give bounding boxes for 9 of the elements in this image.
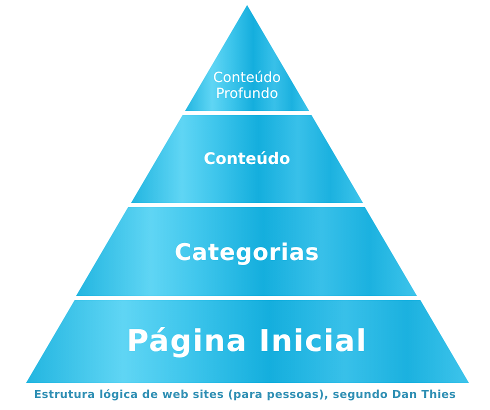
pyramid-tier (130, 115, 364, 203)
pyramid-tier (184, 5, 310, 111)
tier-label: Conteúdo Profundo (212, 70, 282, 102)
tier-label: Conteúdo (204, 148, 290, 170)
pyramid-tier (26, 300, 468, 383)
tier-label: Categorias (174, 238, 320, 268)
tier-label: Página Inicial (126, 323, 368, 361)
pyramid-tier (76, 207, 418, 296)
caption: Estrutura lógica de web sites (para pessoas), segundo Dan Thies (34, 387, 456, 403)
